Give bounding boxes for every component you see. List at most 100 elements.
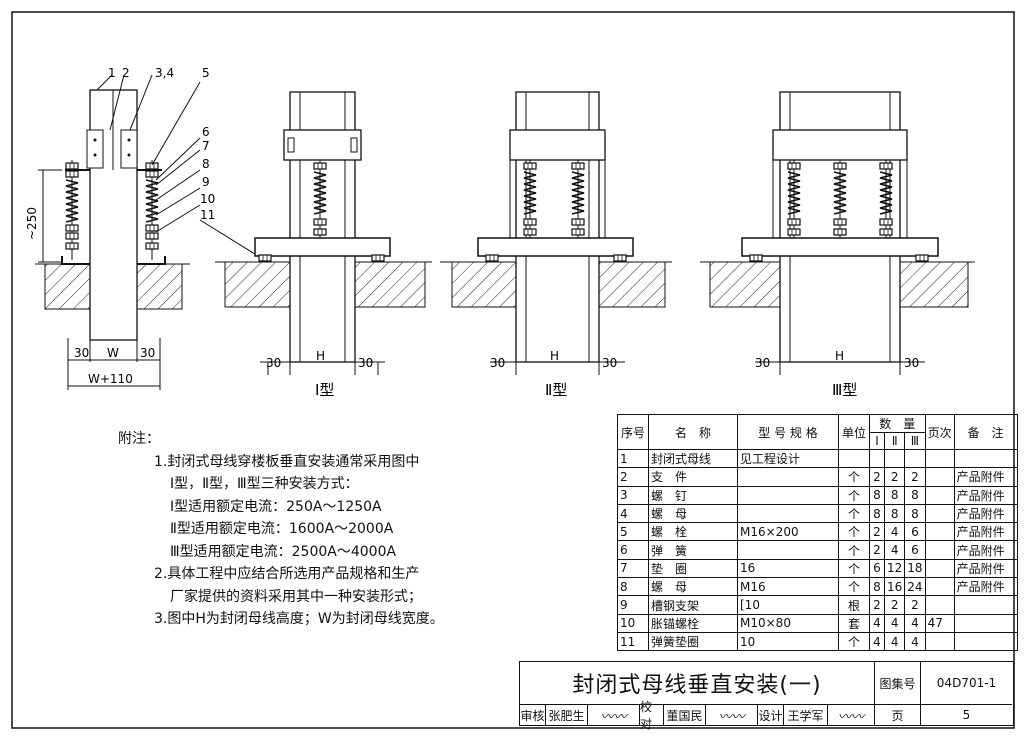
table-cell-remark: 产品附件 [953, 467, 1018, 487]
table-cell-page [924, 631, 955, 652]
page-label: 页 [875, 705, 921, 725]
table-cell-q3: 2 [904, 595, 926, 615]
part-number: 8 [202, 157, 210, 171]
dim-30: 30 [602, 356, 617, 370]
table-cell-page [924, 522, 955, 542]
table-cell-spec [737, 540, 839, 560]
header-no: 序号 [617, 414, 649, 450]
table-cell-no: 10 [617, 613, 649, 633]
table-cell-q1: 8 [869, 503, 885, 524]
header-unit: 单位 [838, 414, 870, 450]
note-line: 3.图中H为封闭母线高度；W为封闭母线宽度。 [154, 611, 444, 627]
header-q3: Ⅲ [904, 432, 926, 450]
reviewer-signature: 〰〰 [588, 705, 640, 725]
header-spec: 型 号 规 格 [737, 414, 839, 450]
side-view-diagram [35, 74, 259, 390]
table-cell-q1: 2 [869, 595, 885, 615]
header-page: 页次 [924, 414, 955, 450]
table-cell-page [924, 485, 955, 505]
table-cell-q3: 8 [904, 503, 926, 524]
check-label: 校对 [640, 700, 664, 731]
table-cell-spec: 10 [737, 631, 839, 652]
table-cell-name: 垫 圈 [648, 558, 738, 579]
table-cell-q1: 4 [869, 631, 885, 652]
dim-30-right: 30 [140, 346, 155, 360]
table-cell-page: 47 [924, 613, 955, 633]
table-cell-unit [838, 448, 870, 469]
table-cell-spec [737, 467, 839, 487]
table-cell-no: 2 [617, 467, 649, 487]
table-cell-no: 6 [617, 540, 649, 560]
table-cell-q2: 4 [883, 631, 906, 652]
table-cell-q3: 6 [904, 522, 926, 542]
dim-w: W [107, 346, 119, 360]
note-line: 1.封闭式母线穿楼板垂直安装通常采用图中 [154, 453, 420, 470]
notes: 附注： 1.封闭式母线穿楼板垂直安装通常采用图中 Ⅰ型，Ⅱ型，Ⅲ型三种安装方式：… [118, 428, 448, 631]
table-cell-q1: 2 [869, 522, 885, 542]
table-cell-page [924, 558, 955, 579]
table-cell-name: 槽钢支架 [648, 595, 738, 615]
table-cell-no: 9 [617, 595, 649, 615]
table-cell-name: 弹 簧 [648, 540, 738, 560]
header-qty: 数 量 [869, 414, 926, 433]
table-cell-unit: 个 [838, 631, 870, 652]
table-cell-remark: 产品附件 [953, 485, 1018, 505]
table-cell-q2: 12 [883, 558, 906, 579]
table-cell-q1: 8 [869, 485, 885, 505]
table-cell-remark: 产品附件 [953, 522, 1018, 542]
table-cell-unit: 个 [838, 503, 870, 524]
table-cell-q2: 2 [883, 595, 906, 615]
table-cell-remark [953, 595, 1018, 615]
note-line: 厂家提供的资料采用其中一种安装形式； [170, 588, 422, 605]
table-cell-q2: 16 [883, 577, 906, 597]
table-cell-no: 7 [617, 558, 649, 579]
drawing-title: 封闭式母线垂直安装(一) [520, 662, 875, 705]
table-cell-spec: M16 [737, 577, 839, 597]
table-cell-remark [953, 631, 1018, 652]
table-cell-q1: 8 [869, 577, 885, 597]
table-cell-name: 螺 母 [648, 577, 738, 597]
part-number: 3,4 [155, 66, 174, 80]
notes-title: 附注： [118, 431, 160, 447]
design-label: 设计 [758, 705, 784, 725]
table-cell-name: 弹簧垫圈 [648, 631, 738, 652]
type-3-diagram [700, 91, 975, 375]
part-number: 1 [108, 66, 116, 80]
table-cell-remark [953, 448, 1018, 469]
header-q1: Ⅰ [869, 432, 885, 450]
part-number: 10 [200, 192, 215, 206]
part-number: 6 [202, 125, 210, 139]
table-cell-remark: 产品附件 [953, 577, 1018, 597]
table-cell-spec: [10 [737, 595, 839, 615]
table-cell-remark: 产品附件 [953, 558, 1018, 579]
table-cell-name: 支 件 [648, 467, 738, 487]
outer-frame [11, 11, 1015, 729]
table-cell-unit: 个 [838, 540, 870, 560]
table-cell-unit: 套 [838, 613, 870, 633]
table-cell-remark: 产品附件 [953, 503, 1018, 524]
header-remark: 备 注 [953, 414, 1018, 450]
dim-30-left: 30 [74, 346, 89, 360]
table-cell-spec [737, 485, 839, 505]
dim-30: 30 [490, 356, 505, 370]
part-number: 5 [202, 66, 210, 80]
table-cell-spec [737, 503, 839, 524]
table-cell-q3: 6 [904, 540, 926, 560]
table-cell-unit: 个 [838, 522, 870, 542]
table-cell-name: 螺 母 [648, 503, 738, 524]
table-cell-no: 1 [617, 448, 649, 469]
designer-name: 王学军 [784, 705, 828, 725]
atlas-number: 04D701-1 [921, 662, 1012, 705]
table-cell-q2: 4 [883, 522, 906, 542]
table-cell-q2 [883, 448, 906, 469]
title-block: 封闭式母线垂直安装(一) 图集号 04D701-1 审核 张肥生 〰〰 校对 董… [519, 661, 1014, 731]
